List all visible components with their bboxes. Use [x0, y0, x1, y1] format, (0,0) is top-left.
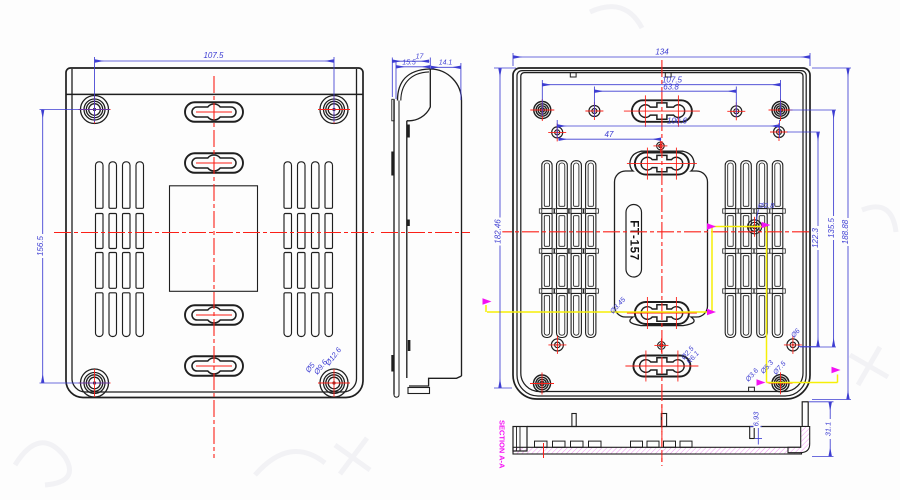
svg-text:6.93: 6.93: [752, 411, 761, 426]
svg-text:63.8: 63.8: [663, 83, 679, 92]
svg-text:182.46: 182.46: [493, 219, 502, 244]
svg-text:156.5: 156.5: [36, 235, 45, 256]
svg-text:100.6: 100.6: [667, 117, 688, 126]
svg-text:47: 47: [605, 130, 614, 139]
svg-text:135.5: 135.5: [827, 217, 836, 238]
svg-text:Ø2.8: Ø2.8: [757, 201, 775, 210]
svg-text:188.88: 188.88: [841, 219, 850, 244]
svg-text:SECTION A-A: SECTION A-A: [498, 420, 507, 469]
svg-text:107.5: 107.5: [662, 76, 683, 85]
svg-text:FT-157: FT-157: [628, 220, 640, 261]
svg-text:122.3: 122.3: [811, 227, 820, 248]
svg-text:107.5: 107.5: [203, 51, 224, 60]
svg-text:15.5: 15.5: [402, 60, 416, 67]
svg-text:17: 17: [416, 53, 425, 60]
svg-text:14.1: 14.1: [439, 60, 453, 67]
svg-text:134: 134: [655, 48, 669, 57]
svg-text:31.1: 31.1: [823, 422, 832, 437]
